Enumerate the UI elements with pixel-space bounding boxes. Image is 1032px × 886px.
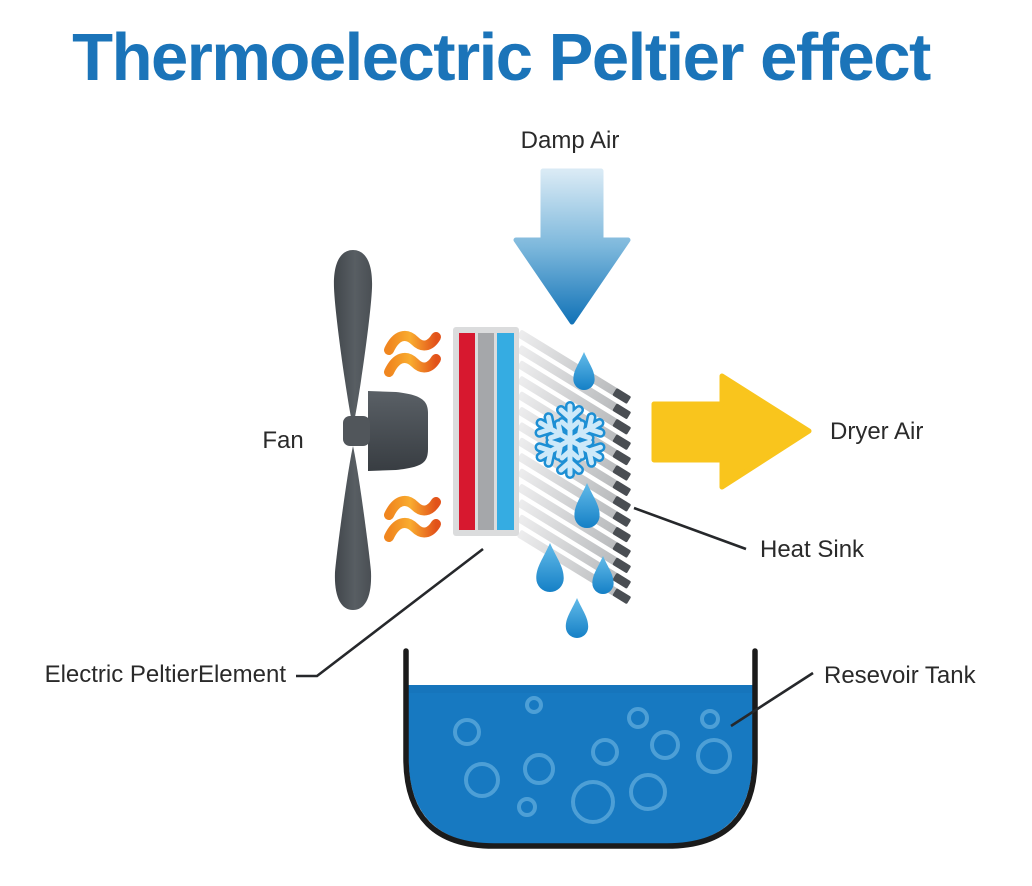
fan-label: Fan (262, 427, 304, 454)
reservoir-label: Resevoir Tank (824, 662, 976, 689)
peltier-label: Electric PeltierElement (44, 661, 286, 688)
fan-motor (368, 391, 428, 471)
heat-sink-label: Heat Sink (760, 536, 865, 563)
reservoir-tank (403, 648, 758, 849)
peltier-element (453, 327, 519, 536)
snowflake-icon (536, 406, 604, 474)
bubbles (453, 696, 732, 824)
reservoir-leader-line (730, 671, 814, 728)
page-title: Thermoelectric Peltier effect (72, 20, 931, 95)
dryer-air-arrow (651, 373, 812, 490)
water-surface (408, 685, 753, 693)
peltier-leader-line (296, 547, 484, 678)
droplet (536, 543, 564, 593)
droplet (574, 483, 600, 529)
tank-outline (403, 648, 758, 849)
water (408, 685, 753, 844)
water-droplets (536, 352, 614, 638)
droplet (573, 352, 595, 391)
droplet (565, 598, 589, 638)
heat-sink-leader-line (633, 506, 747, 551)
fan-hub (343, 416, 370, 446)
damp-air-arrow (513, 168, 631, 325)
fan-blade-bottom (334, 446, 372, 610)
damp-air-label: Damp Air (520, 127, 620, 154)
fan-blade-top (333, 250, 373, 427)
leader-lines (296, 506, 814, 728)
droplet (592, 556, 614, 594)
dryer-air-label: Dryer Air (830, 418, 924, 445)
fan (333, 250, 428, 610)
